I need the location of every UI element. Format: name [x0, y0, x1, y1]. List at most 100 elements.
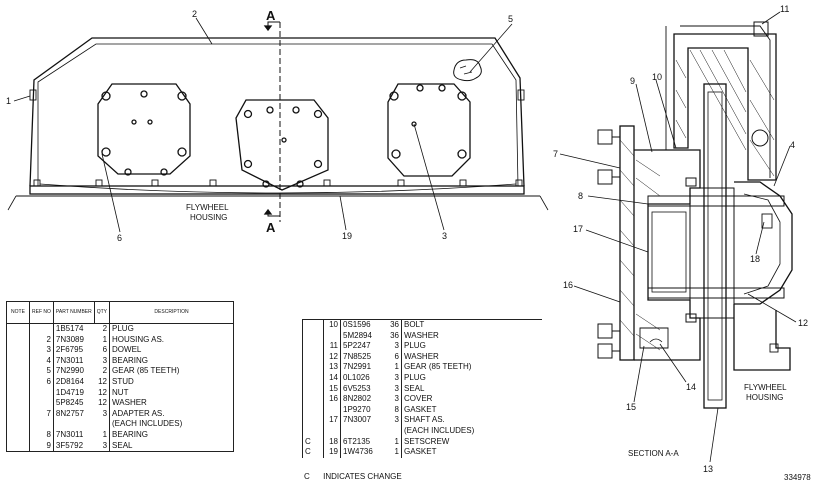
- callout-2: 2: [192, 9, 197, 19]
- parts-list-table-left: NOTE REF NO PART NUMBER QTY DESCRIPTION …: [6, 301, 234, 453]
- note-cell: [6, 334, 30, 346]
- callout-14: 14: [686, 382, 696, 392]
- flywheel-label-left-line1: FLYWHEEL: [186, 203, 229, 212]
- description-cell: WASHER: [404, 330, 439, 340]
- ref-number-cell: 13: [323, 362, 341, 373]
- description-cell: SHAFT AS.: [404, 415, 445, 425]
- part-number-cell: 6T2135: [343, 436, 371, 446]
- qty-cell: 2: [94, 323, 111, 335]
- header-description: DESCRIPTION: [109, 301, 234, 324]
- description-cell: HOUSING AS.: [112, 334, 165, 344]
- note-cell: [302, 404, 324, 416]
- callout-8: 8: [578, 191, 583, 201]
- header-note: NOTE: [6, 301, 30, 324]
- flywheel-label-right-line2: HOUSING: [746, 393, 783, 402]
- note-cell: C: [302, 447, 324, 458]
- qty-cell: 3: [387, 383, 402, 395]
- note-cell: C: [302, 436, 324, 448]
- note-cell: [302, 425, 324, 437]
- change-legend-symbol: C: [304, 472, 310, 481]
- housing-front-view: [7, 17, 549, 233]
- qty-cell: 36: [387, 319, 402, 331]
- part-number-cell: [53, 419, 94, 430]
- note-cell: [302, 394, 324, 405]
- description-cell: SEAL: [404, 383, 425, 393]
- part-number-cell: 7N3007: [343, 415, 372, 425]
- qty-cell: 1: [387, 362, 402, 373]
- ref-number-cell: 2: [29, 334, 54, 346]
- note-cell: [6, 376, 30, 388]
- qty-cell: 8: [387, 404, 402, 416]
- callout-19: 19: [342, 231, 352, 241]
- description-cell: DOWEL: [112, 345, 142, 355]
- qty-cell: 1: [387, 436, 402, 448]
- description-cell: BOLT: [404, 320, 425, 329]
- callout-9: 9: [630, 76, 635, 86]
- description-cell: PLUG: [404, 341, 426, 351]
- ref-number-cell: 11: [323, 341, 341, 352]
- note-cell: [6, 429, 30, 441]
- ref-number-cell: [323, 404, 341, 416]
- ref-number-cell: [29, 419, 54, 430]
- description-cell: NUT: [112, 387, 129, 397]
- description-cell: WASHER: [112, 398, 147, 408]
- part-number-cell: 1P9270: [343, 404, 371, 414]
- note-cell: [302, 383, 324, 395]
- part-number-cell: 3F5792: [55, 440, 84, 450]
- note-cell: [302, 341, 324, 352]
- description-cell: BEARING: [112, 429, 149, 439]
- ref-number-cell: [323, 330, 341, 342]
- ref-number-cell: 16: [323, 394, 341, 405]
- part-number-cell: 8N2757: [55, 408, 84, 418]
- note-cell: [6, 419, 30, 430]
- part-number-cell: 7N2991: [343, 362, 372, 372]
- ref-number-cell: 18: [323, 436, 341, 448]
- callout-12: 12: [798, 318, 808, 328]
- ref-number-cell: 5: [29, 366, 54, 377]
- header-ref: REF NO: [29, 301, 54, 324]
- callout-17: 17: [573, 224, 583, 234]
- flywheel-label-right-line1: FLYWHEEL: [744, 383, 787, 392]
- ref-number-cell: [29, 323, 54, 335]
- qty-cell: 3: [387, 372, 402, 384]
- callout-6: 6: [117, 233, 122, 243]
- part-number-cell: 0L1026: [343, 372, 370, 382]
- description-cell: SETSCREW: [404, 436, 450, 446]
- section-caption: SECTION A-A: [628, 449, 679, 458]
- description-cell: GASKET: [404, 447, 437, 457]
- ref-number-cell: 9: [29, 440, 54, 452]
- description-cell: (EACH INCLUDES): [404, 425, 475, 435]
- note-cell: [6, 366, 30, 377]
- left-view-callouts: 1 2 5 6 19 3 A A FLYWHEEL HOUSING: [6, 8, 513, 243]
- change-legend: C INDICATES CHANGE: [304, 472, 402, 481]
- ref-number-cell: 10: [323, 319, 341, 331]
- callout-4: 4: [790, 140, 795, 150]
- part-number-cell: 7N3089: [55, 334, 84, 344]
- section-marker-bottom: A: [266, 220, 276, 235]
- callout-11: 11: [780, 4, 789, 14]
- part-number-cell: 1D4719: [55, 387, 84, 397]
- change-legend-text: INDICATES CHANGE: [323, 472, 402, 481]
- note-cell: [302, 330, 324, 342]
- note-cell: [6, 398, 30, 409]
- description-cell: STUD: [112, 376, 134, 386]
- callout-13: 13: [703, 464, 713, 474]
- note-cell: [302, 372, 324, 384]
- description-cell: ADAPTER AS.: [112, 408, 165, 418]
- qty-cell: 12: [94, 376, 111, 388]
- qty-cell: 36: [387, 330, 402, 342]
- ref-number-cell: 7: [29, 408, 54, 420]
